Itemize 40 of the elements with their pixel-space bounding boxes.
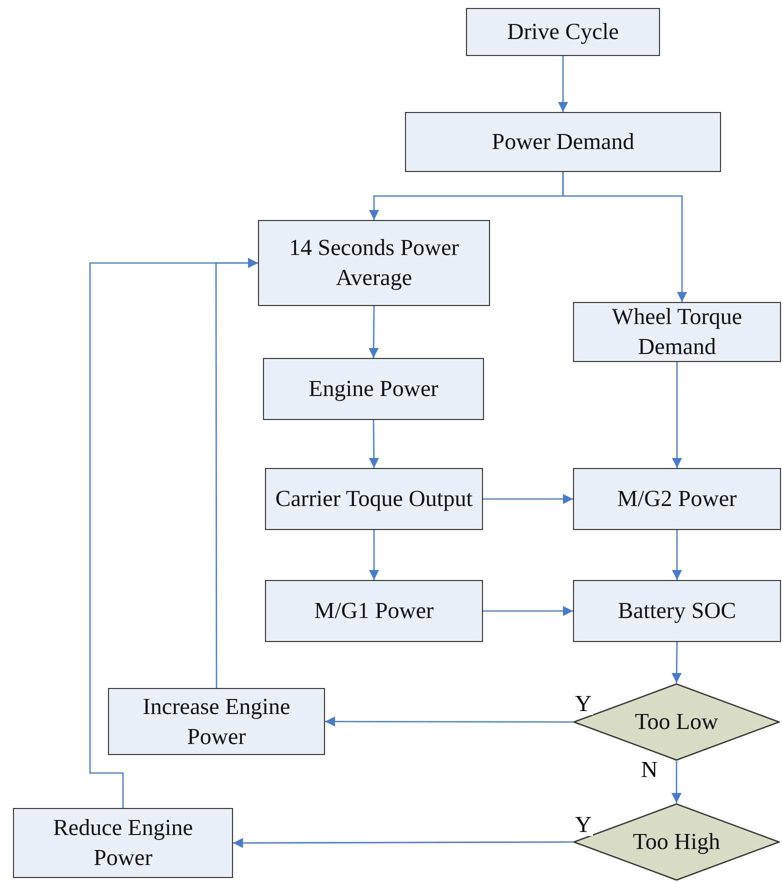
arrow xyxy=(672,362,682,468)
process-box xyxy=(265,580,483,642)
node-label: Wheel Torque Demand xyxy=(610,303,744,361)
node-label: Too High xyxy=(632,828,720,856)
arrow xyxy=(89,258,258,808)
process-box xyxy=(466,8,660,56)
node-label: M/G1 Power xyxy=(314,597,434,626)
decision-diamond xyxy=(573,683,780,761)
node-label: Reduce Engine Power xyxy=(52,814,194,872)
process-box xyxy=(263,358,484,420)
node-label: Battery SOC xyxy=(618,597,736,626)
process-box xyxy=(573,580,781,642)
arrow xyxy=(233,838,573,848)
node-label: Engine Power xyxy=(308,375,438,404)
arrow xyxy=(672,761,682,803)
arrow xyxy=(558,56,568,112)
process-box xyxy=(573,468,781,530)
process-box xyxy=(573,302,781,362)
node-label: 14 Seconds Power Average xyxy=(288,234,460,292)
node-label: M/G2 Power xyxy=(617,485,737,514)
arrow xyxy=(325,716,573,727)
arrow xyxy=(672,642,682,683)
process-box xyxy=(265,468,483,530)
arrow xyxy=(368,420,379,468)
arrow xyxy=(369,530,379,580)
node-label: Carrier Toque Output xyxy=(275,485,473,514)
arrow xyxy=(672,530,682,580)
arrow xyxy=(562,172,687,302)
arrow xyxy=(483,494,573,504)
decision-diamond xyxy=(573,803,780,881)
arrow xyxy=(483,606,573,616)
arrow xyxy=(368,306,379,358)
node-label: Too Low xyxy=(634,708,718,736)
node-label: Power Demand xyxy=(492,128,634,156)
node-label: Drive Cycle xyxy=(507,18,619,46)
node-label: Increase Engine Power xyxy=(142,692,292,750)
process-box xyxy=(258,220,490,306)
process-box xyxy=(405,112,721,172)
process-box xyxy=(13,808,233,878)
process-box xyxy=(108,688,325,755)
